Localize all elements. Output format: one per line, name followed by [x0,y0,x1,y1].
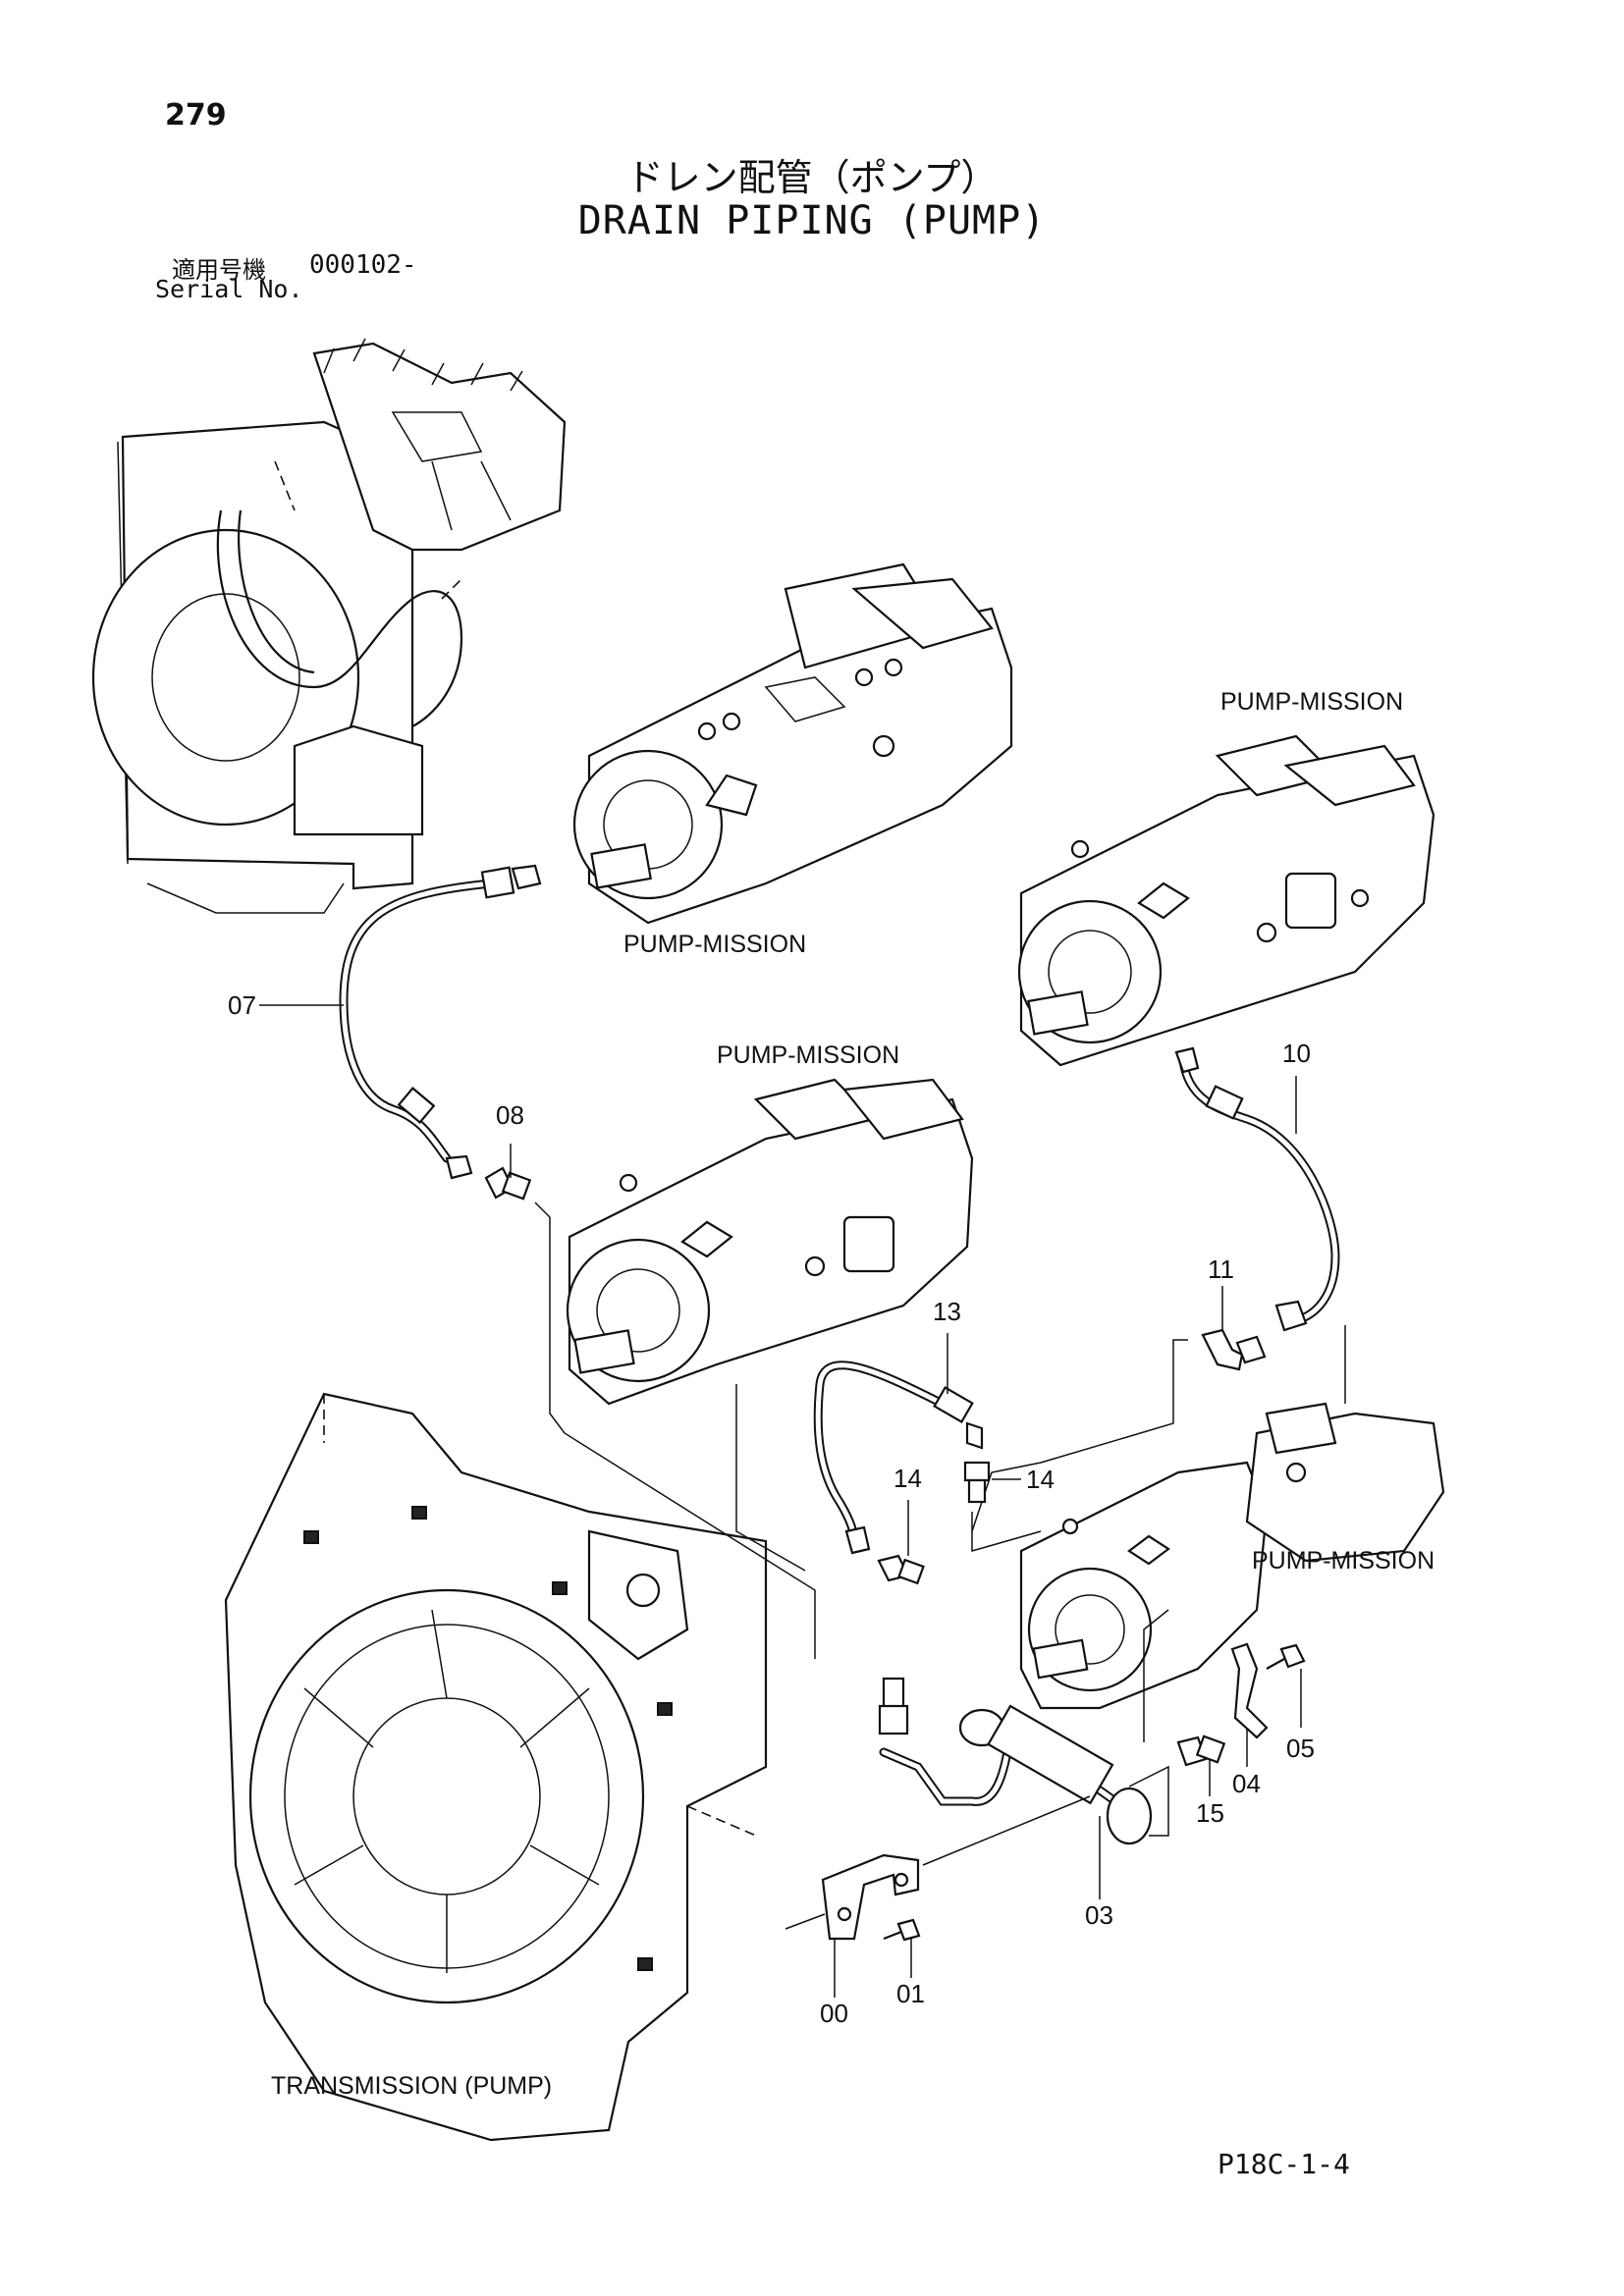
page-code: P18C-1-4 [1218,2148,1350,2180]
dashed-route-14 [735,1384,1042,1572]
pump-mission-assembly-4 [1019,1402,1445,1710]
title-japanese: ドレン配管（ポンプ） [625,156,999,199]
label-pump-mission-1: PUMP-MISSION [623,931,806,958]
elbow-fitting-11 [1201,1328,1267,1371]
callout-00: 00 [820,1999,848,2028]
callout-07: 07 [228,990,256,1020]
callout-03: 03 [1085,1900,1113,1930]
callout-04: 04 [1232,1769,1261,1798]
label-pump-mission-4: PUMP-MISSION [1252,1547,1435,1575]
pump-mission-assembly-2 [1017,734,1435,1067]
callout-14-a: 14 [893,1464,922,1493]
page-number: 279 [165,98,227,133]
dashed-route-11 [971,1339,1188,1532]
serial-label-english: Serial No. [155,275,303,303]
bolt-05 [1266,1643,1306,1670]
transmission-housing [224,1392,768,2142]
serial-label-japanese: 適用号機 [172,256,266,284]
dashed-route-00 [785,1795,1091,1930]
bolt-01 [883,1918,921,1942]
dashed-route-03 [1128,1765,1169,1837]
serial-value: 000102- [309,250,417,280]
pump-mission-assembly-1 [572,562,1013,925]
fitting-14-a [877,1554,925,1585]
callout-15: 15 [1196,1798,1224,1828]
title-english: DRAIN PIPING (PUMP) [577,198,1047,243]
hose-13 [813,1361,984,1555]
callout-08: 08 [496,1100,524,1130]
callout-10: 10 [1282,1039,1311,1068]
label-pump-mission-3: PUMP-MISSION [717,1041,899,1069]
dashed-route-15 [1143,1609,1169,1742]
bracket-00 [821,1853,920,1941]
callout-11: 11 [1208,1255,1234,1284]
clamp-04 [1230,1642,1269,1739]
pipe-assembly-03 [878,1677,1153,1845]
callout-05: 05 [1286,1734,1315,1763]
callout-14-b: 14 [1026,1465,1055,1494]
dashed-route-08 [534,1201,816,1659]
hose-07 [339,864,542,1180]
fitting-08 [484,1166,532,1201]
pump-mission-assembly-3 [566,1078,974,1406]
fitting-15 [1176,1735,1226,1767]
engine-overview-illustration [91,338,567,914]
fitting-14-b [963,1461,991,1504]
label-transmission: TRANSMISSION (PUMP) [271,2072,552,2100]
callout-01: 01 [896,1979,925,2008]
label-pump-mission-2: PUMP-MISSION [1220,688,1403,716]
callout-13: 13 [933,1297,961,1326]
hose-10 [1174,1046,1340,1332]
